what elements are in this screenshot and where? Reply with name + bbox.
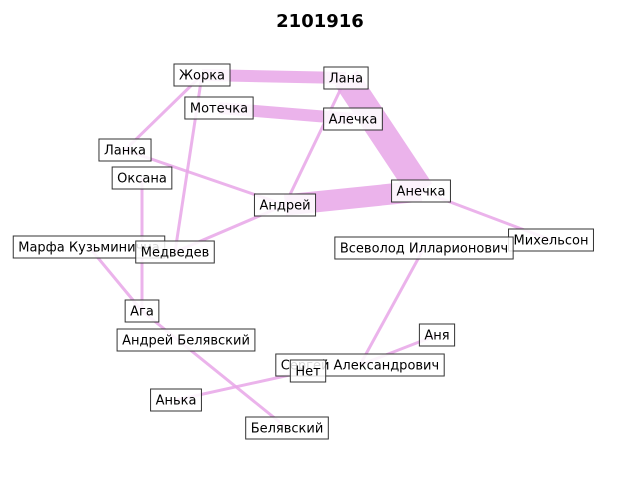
edge-lana-andrey [283,77,348,206]
edge-zhorka-lanka [123,73,204,152]
node-box [116,328,256,352]
node-label: Марфа Кузьминична [18,241,160,256]
node-label: Лана [329,72,363,87]
node-box [184,96,254,120]
node-belyavsky: Белявский [245,416,329,440]
node-aga: Ага [124,299,160,323]
node-box [245,416,329,440]
node-box [253,193,317,217]
graph-title: 2101916 [276,11,364,32]
node-box [418,323,456,347]
node-anechka: Анечка [391,179,451,203]
node-label: Михельсон [514,234,589,249]
node-marfa: Марфа Кузьминична [12,235,166,259]
node-anya: Аня [418,323,456,347]
node-label: Анечка [397,185,446,200]
node-box [124,299,160,323]
node-label: Анька [156,394,197,409]
node-vsevolod: Всеволод Илларионович [334,236,514,260]
node-box [173,63,231,87]
node-label: Нет [295,365,321,380]
node-label: Белявский [251,422,324,437]
node-andrey_b: Андрей Белявский [116,328,256,352]
node-medvedev: Медведев [135,240,215,264]
node-label: Жорка [179,69,225,84]
node-box [98,138,152,162]
node-lanka: Ланка [98,138,152,162]
node-box [150,388,202,412]
edge-vsevolod-sergey [358,247,426,366]
node-label: Медведев [141,246,210,261]
node-box [391,179,451,203]
node-box [323,107,383,131]
node-net: Нет [289,359,327,383]
node-box [135,240,215,264]
node-label: Мотечка [190,102,248,117]
node-box [289,359,327,383]
node-mikhelson: Михельсон [508,228,594,252]
node-label: Ага [130,305,154,320]
node-zhorka: Жорка [173,63,231,87]
edge-lana-anechka [334,70,433,199]
node-label: Ланка [104,144,146,159]
node-label: Всеволод Илларионович [340,242,508,257]
node-label: Алечка [329,113,378,128]
node-anka: Анька [150,388,202,412]
node-alechka: Алечка [323,107,383,131]
node-lana: Лана [323,66,369,90]
node-label: Оксана [117,172,167,187]
node-motechka: Мотечка [184,96,254,120]
node-oksana: Оксана [111,166,173,190]
node-label: Аня [424,329,449,344]
node-box [334,236,514,260]
node-box [111,166,173,190]
node-label: Андрей [259,199,310,214]
node-andrey: Андрей [253,193,317,217]
node-label: Андрей Белявский [122,334,250,349]
node-box [323,66,369,90]
